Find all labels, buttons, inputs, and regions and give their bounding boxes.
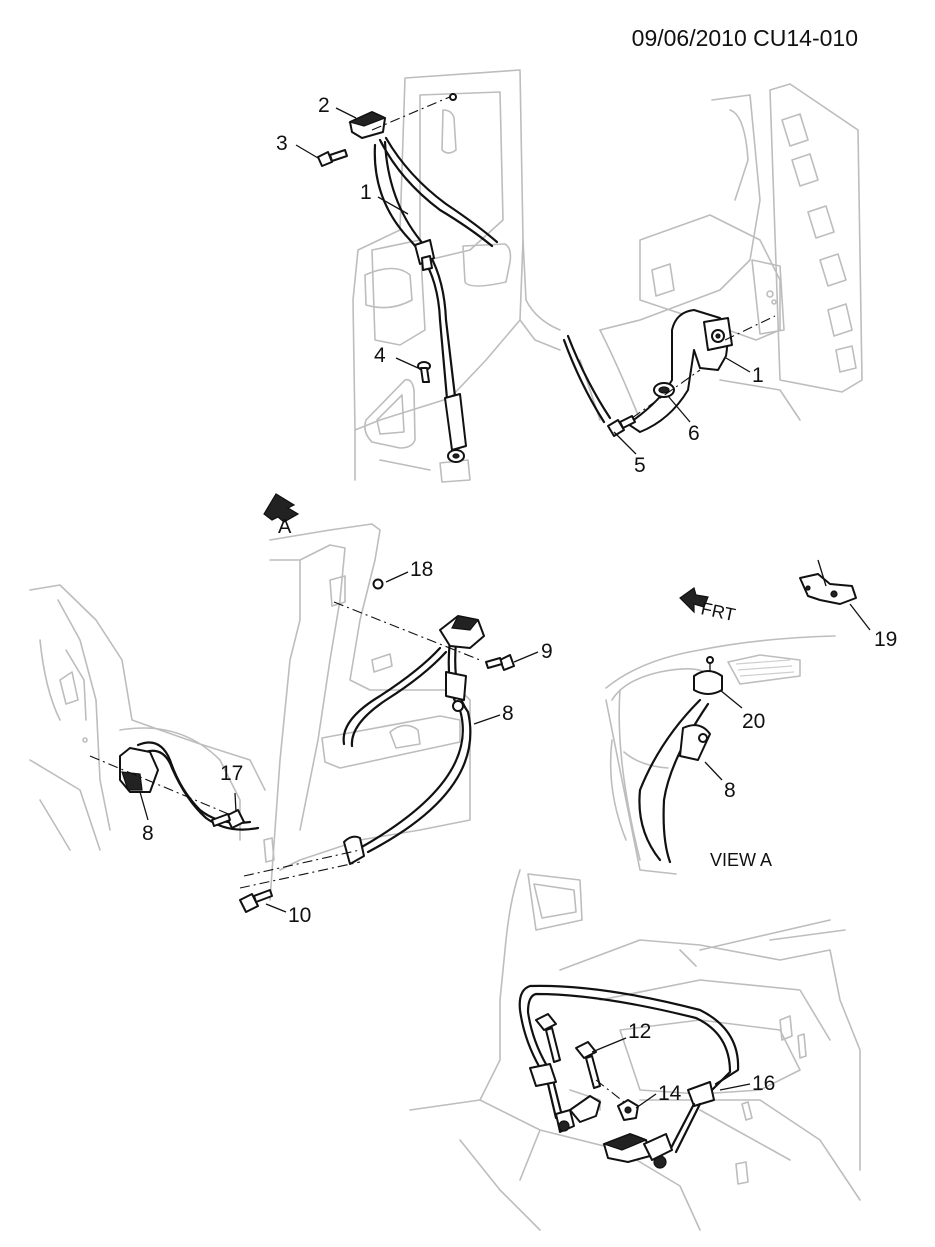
part-19-bracket — [799, 559, 857, 605]
callout-3: 3 — [276, 132, 288, 155]
part-17-bolt — [211, 809, 245, 829]
callout-8-view-a: 8 — [724, 779, 736, 802]
front-direction-arrow: FRT — [679, 587, 737, 625]
seat-belt-retractor-assembly-left — [373, 136, 499, 463]
part-10-bolt — [239, 889, 273, 913]
callout-2: 2 — [318, 94, 330, 117]
middle-left-body-outline — [29, 523, 471, 901]
callout-20: 20 — [742, 710, 765, 733]
part-3-bolt — [317, 149, 348, 167]
callout-5: 5 — [634, 454, 646, 477]
callout-18: 18 — [410, 558, 433, 581]
part-2-belt-guide — [348, 111, 387, 139]
callout-10: 10 — [288, 904, 311, 927]
view-a-arrow: A — [263, 493, 300, 538]
rear-seat-belt-assembly — [518, 984, 740, 1169]
callout-8-center: 8 — [502, 702, 514, 725]
callout-numbers: 2 3 1 4 1 6 5 18 9 8 17 8 10 20 8 19 12 … — [142, 94, 897, 1105]
callout-14: 14 — [658, 1082, 682, 1105]
callout-6: 6 — [688, 422, 700, 445]
callout-leaders — [139, 107, 871, 1109]
seat-belt-retractor-assembly-right — [562, 309, 733, 433]
view-a-arrow-label: A — [278, 516, 292, 538]
front-arrow-label: FRT — [699, 598, 737, 625]
seat-belt-assembly-8-center — [342, 615, 485, 865]
callout-9: 9 — [541, 640, 553, 663]
callout-17: 17 — [220, 762, 243, 785]
part-5-bolt — [607, 415, 636, 437]
callout-8-left: 8 — [142, 822, 154, 845]
part-9-bolt — [485, 654, 515, 671]
part-12-bolts — [535, 1013, 601, 1089]
doc-reference: 09/06/2010 CU14-010 — [632, 25, 858, 51]
view-a-inset: VIEW A — [605, 635, 836, 875]
callout-12: 12 — [628, 1020, 651, 1043]
top-right-body-outline — [579, 83, 863, 421]
view-a-caption: VIEW A — [710, 850, 772, 870]
part-4-bolt — [417, 361, 431, 383]
part-18-cap — [372, 578, 384, 590]
callout-4: 4 — [374, 344, 386, 367]
callout-1-left: 1 — [360, 181, 372, 204]
callout-1-right: 1 — [752, 364, 764, 387]
callout-19: 19 — [874, 628, 897, 651]
bottom-body-outline — [409, 869, 861, 1231]
callout-16: 16 — [752, 1072, 775, 1095]
